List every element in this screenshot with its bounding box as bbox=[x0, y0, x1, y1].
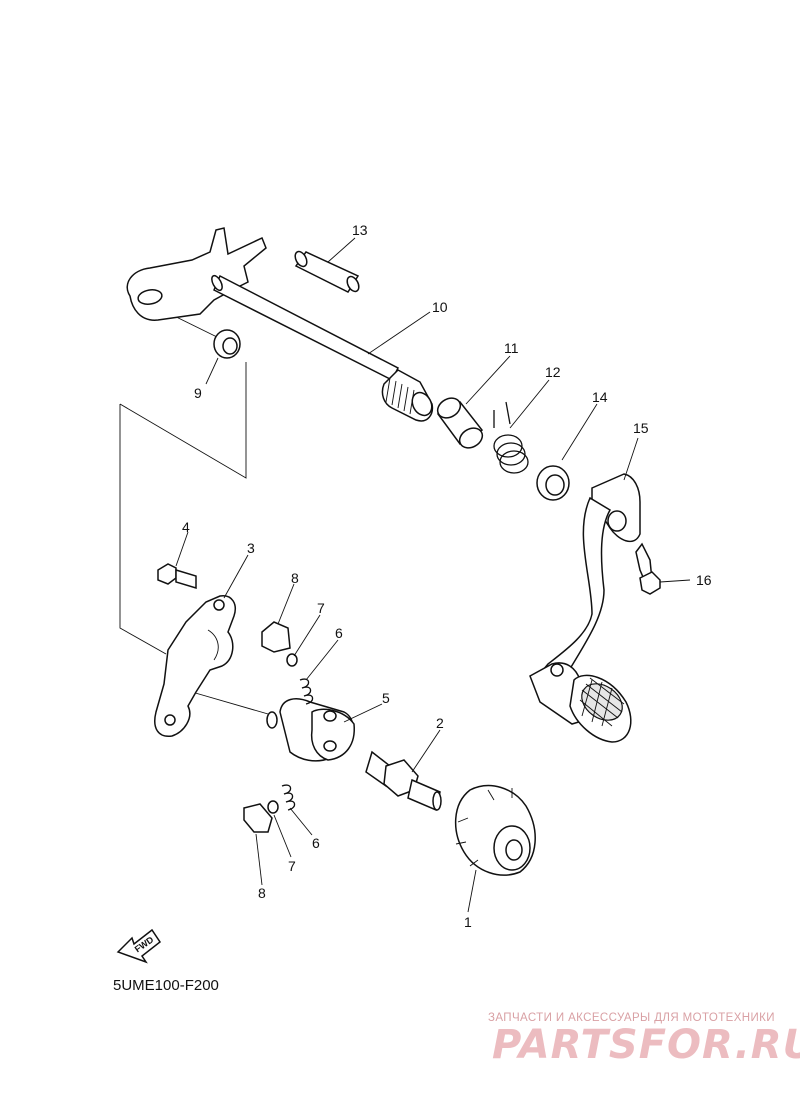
shift-drum-segment[interactable] bbox=[454, 784, 536, 876]
callout-10: 10 bbox=[432, 299, 448, 315]
callout-9: 9 bbox=[194, 385, 202, 401]
callout-12: 12 bbox=[545, 364, 561, 380]
segment-pin[interactable] bbox=[365, 750, 442, 812]
shift-guide-body[interactable] bbox=[266, 698, 355, 762]
callout-14: 14 bbox=[592, 389, 608, 405]
callout-5: 5 bbox=[382, 690, 390, 706]
callout-16: 16 bbox=[696, 572, 712, 588]
shift-pedal[interactable] bbox=[529, 473, 641, 743]
callout-4: 4 bbox=[182, 519, 190, 535]
callout-11: 11 bbox=[504, 340, 519, 356]
collar[interactable] bbox=[434, 394, 486, 452]
diagram-code: 5UME100-F200 bbox=[113, 977, 219, 994]
watermark-tagline: ЗАПЧАСТИ И АКСЕССУАРЫ ДЛЯ МОТОТЕХНИКИ bbox=[488, 1012, 775, 1024]
oil-seal[interactable] bbox=[213, 329, 241, 359]
detent-set-lower[interactable] bbox=[243, 784, 296, 833]
torsion-spring[interactable] bbox=[493, 401, 529, 474]
fwd-arrow-icon: FWD bbox=[116, 928, 162, 964]
callout-13: 13 bbox=[352, 222, 368, 238]
callout-3: 3 bbox=[247, 540, 255, 556]
detent-set-upper[interactable] bbox=[261, 621, 314, 705]
shift-shaft[interactable] bbox=[126, 227, 435, 422]
seal-ring[interactable] bbox=[536, 465, 570, 501]
stopper-plate[interactable] bbox=[154, 595, 236, 737]
leader-lines bbox=[175, 237, 691, 913]
segment-bolt[interactable] bbox=[157, 563, 197, 590]
callout-6-lower: 6 bbox=[312, 835, 320, 851]
watermark-logo: ЗАПЧАСТИ И АКСЕССУАРЫ ДЛЯ МОТОТЕХНИКИ PA… bbox=[488, 1012, 800, 1068]
callout-7-lower: 7 bbox=[288, 858, 296, 874]
callout-8-upper: 8 bbox=[291, 570, 299, 586]
callout-1: 1 bbox=[464, 914, 472, 930]
dowel-pin[interactable] bbox=[293, 250, 361, 294]
watermark-brand: PARTSFOR.RU bbox=[492, 1022, 800, 1068]
callout-2: 2 bbox=[436, 715, 444, 731]
callout-7-upper: 7 bbox=[317, 600, 325, 616]
callout-6-upper: 6 bbox=[335, 625, 343, 641]
pedal-bolt[interactable] bbox=[635, 542, 661, 595]
callout-8-lower: 8 bbox=[258, 885, 266, 901]
callout-labels: 13 10 11 12 14 15 16 9 4 3 8 7 6 5 2 6 7… bbox=[182, 222, 712, 930]
callout-15: 15 bbox=[633, 420, 649, 436]
